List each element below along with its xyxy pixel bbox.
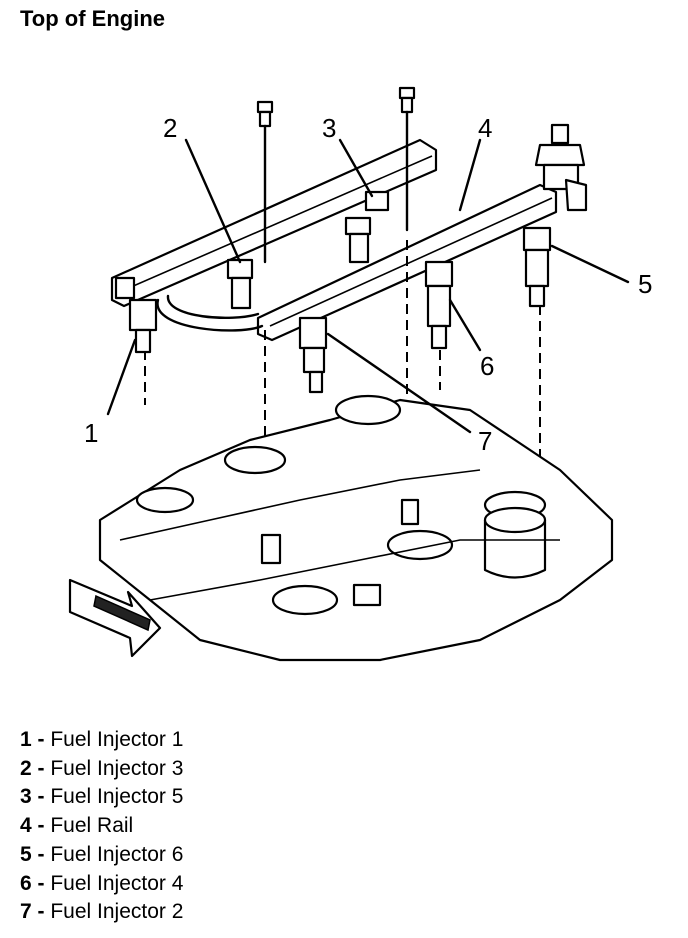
legend-number: 4	[20, 814, 32, 838]
fuel-injector-1	[114, 276, 158, 354]
legend-item: 4 - Fuel Rail	[20, 812, 183, 841]
fuel-injector-4	[424, 260, 454, 350]
legend-label: Fuel Injector 3	[50, 756, 184, 780]
callout-5: 5	[638, 269, 652, 299]
legend-separator: -	[31, 728, 51, 751]
legend-number: 5	[20, 842, 32, 866]
fuel-injector-6	[522, 226, 552, 308]
legend-number: 6	[20, 871, 32, 895]
legend-item: 7 - Fuel Injector 2	[20, 898, 183, 927]
callout-4: 4	[478, 113, 492, 143]
callout-7: 7	[478, 426, 492, 456]
bolt-left	[256, 100, 274, 128]
legend-label: Fuel Injector 4	[50, 871, 184, 895]
fuel-injector-2	[298, 316, 328, 394]
legend-item: 1 - Fuel Injector 1	[20, 726, 183, 755]
fuel-rail-left-bank	[110, 138, 438, 308]
page-title: Top of Engine	[20, 6, 166, 31]
legend-label: Fuel Injector 1	[50, 728, 184, 751]
legend-separator: -	[31, 814, 51, 838]
intake-manifold	[98, 394, 614, 662]
callout-6: 6	[480, 351, 494, 381]
legend-number: 7	[20, 900, 32, 924]
legend-number: 3	[20, 785, 32, 809]
legend-separator: -	[31, 871, 51, 895]
crossover-tube	[156, 298, 264, 332]
legend-separator: -	[31, 900, 51, 924]
legend: 1 - Fuel Injector 1 2 - Fuel Injector 3 …	[20, 726, 183, 927]
callout-2: 2	[163, 113, 177, 143]
legend-separator: -	[31, 842, 51, 866]
legend-label: Fuel Injector 5	[50, 785, 184, 809]
callout-3: 3	[322, 113, 336, 143]
fuel-injector-3	[226, 258, 254, 310]
legend-number: 2	[20, 756, 32, 780]
callout-1: 1	[84, 418, 98, 448]
legend-item: 2 - Fuel Injector 3	[20, 755, 183, 784]
legend-label: Fuel Rail	[50, 814, 134, 838]
legend-item: 5 - Fuel Injector 6	[20, 841, 183, 870]
legend-item: 3 - Fuel Injector 5	[20, 783, 183, 812]
legend-separator: -	[31, 756, 51, 780]
engine-diagram: 1 2 3 4 5 6 7	[68, 86, 652, 662]
legend-label: Fuel Injector 6	[50, 842, 184, 866]
legend-separator: -	[31, 785, 51, 809]
legend-label: Fuel Injector 2	[50, 900, 184, 924]
legend-number: 1	[20, 728, 32, 751]
pressure-regulator	[534, 123, 588, 212]
legend-item: 6 - Fuel Injector 4	[20, 870, 183, 899]
bolt-right	[398, 86, 416, 114]
front-direction-arrow	[68, 578, 162, 658]
